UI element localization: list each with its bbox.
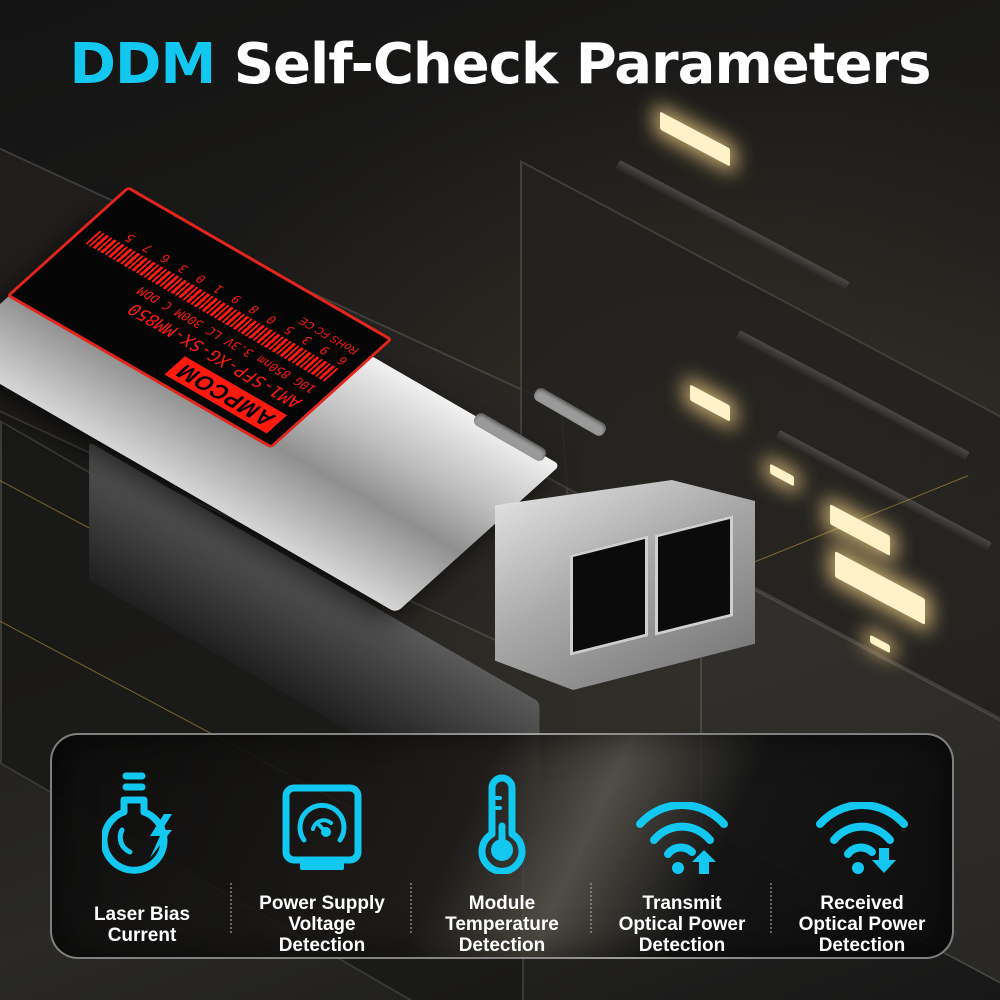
feature-power-supply-voltage: Power Supply Voltage Detection: [232, 735, 412, 957]
feature-received-optical-power: Received Optical Power Detection: [772, 735, 952, 957]
title-rest: Self-Check Parameters: [233, 32, 932, 97]
divider: [590, 883, 592, 933]
gauge-monitor-icon: [272, 757, 372, 874]
divider: [230, 883, 232, 933]
lc-port-rx: [655, 515, 733, 636]
feature-label: Laser Bias Current: [93, 903, 191, 946]
feature-label: Transmit Optical Power Detection: [618, 893, 746, 957]
divider: [410, 883, 412, 933]
housing-slot: [531, 385, 609, 439]
certification-marks: RoHS FC CE: [296, 314, 363, 357]
wifi-download-icon: [812, 757, 912, 875]
thermometer-icon: [452, 757, 552, 875]
lc-port-tx: [570, 535, 648, 656]
feature-transmit-optical-power: Transmit Optical Power Detection: [592, 735, 772, 957]
wifi-upload-icon: [632, 757, 732, 875]
feature-label: Received Optical Power Detection: [798, 893, 926, 957]
title-accent: DDM: [69, 32, 217, 97]
page-title: DDM Self-Check Parameters: [0, 32, 1000, 97]
feature-label: Power Supply Voltage Detection: [259, 893, 385, 957]
feature-label: Module Temperature Detection: [445, 893, 559, 957]
divider: [770, 883, 772, 933]
ddm-feature-panel: Laser Bias Current Power Supply Voltage …: [50, 733, 954, 959]
feature-laser-bias-current: Laser Bias Current: [52, 735, 232, 957]
feature-module-temperature: Module Temperature Detection: [412, 735, 592, 957]
lightbulb-bolt-icon: [92, 757, 192, 875]
